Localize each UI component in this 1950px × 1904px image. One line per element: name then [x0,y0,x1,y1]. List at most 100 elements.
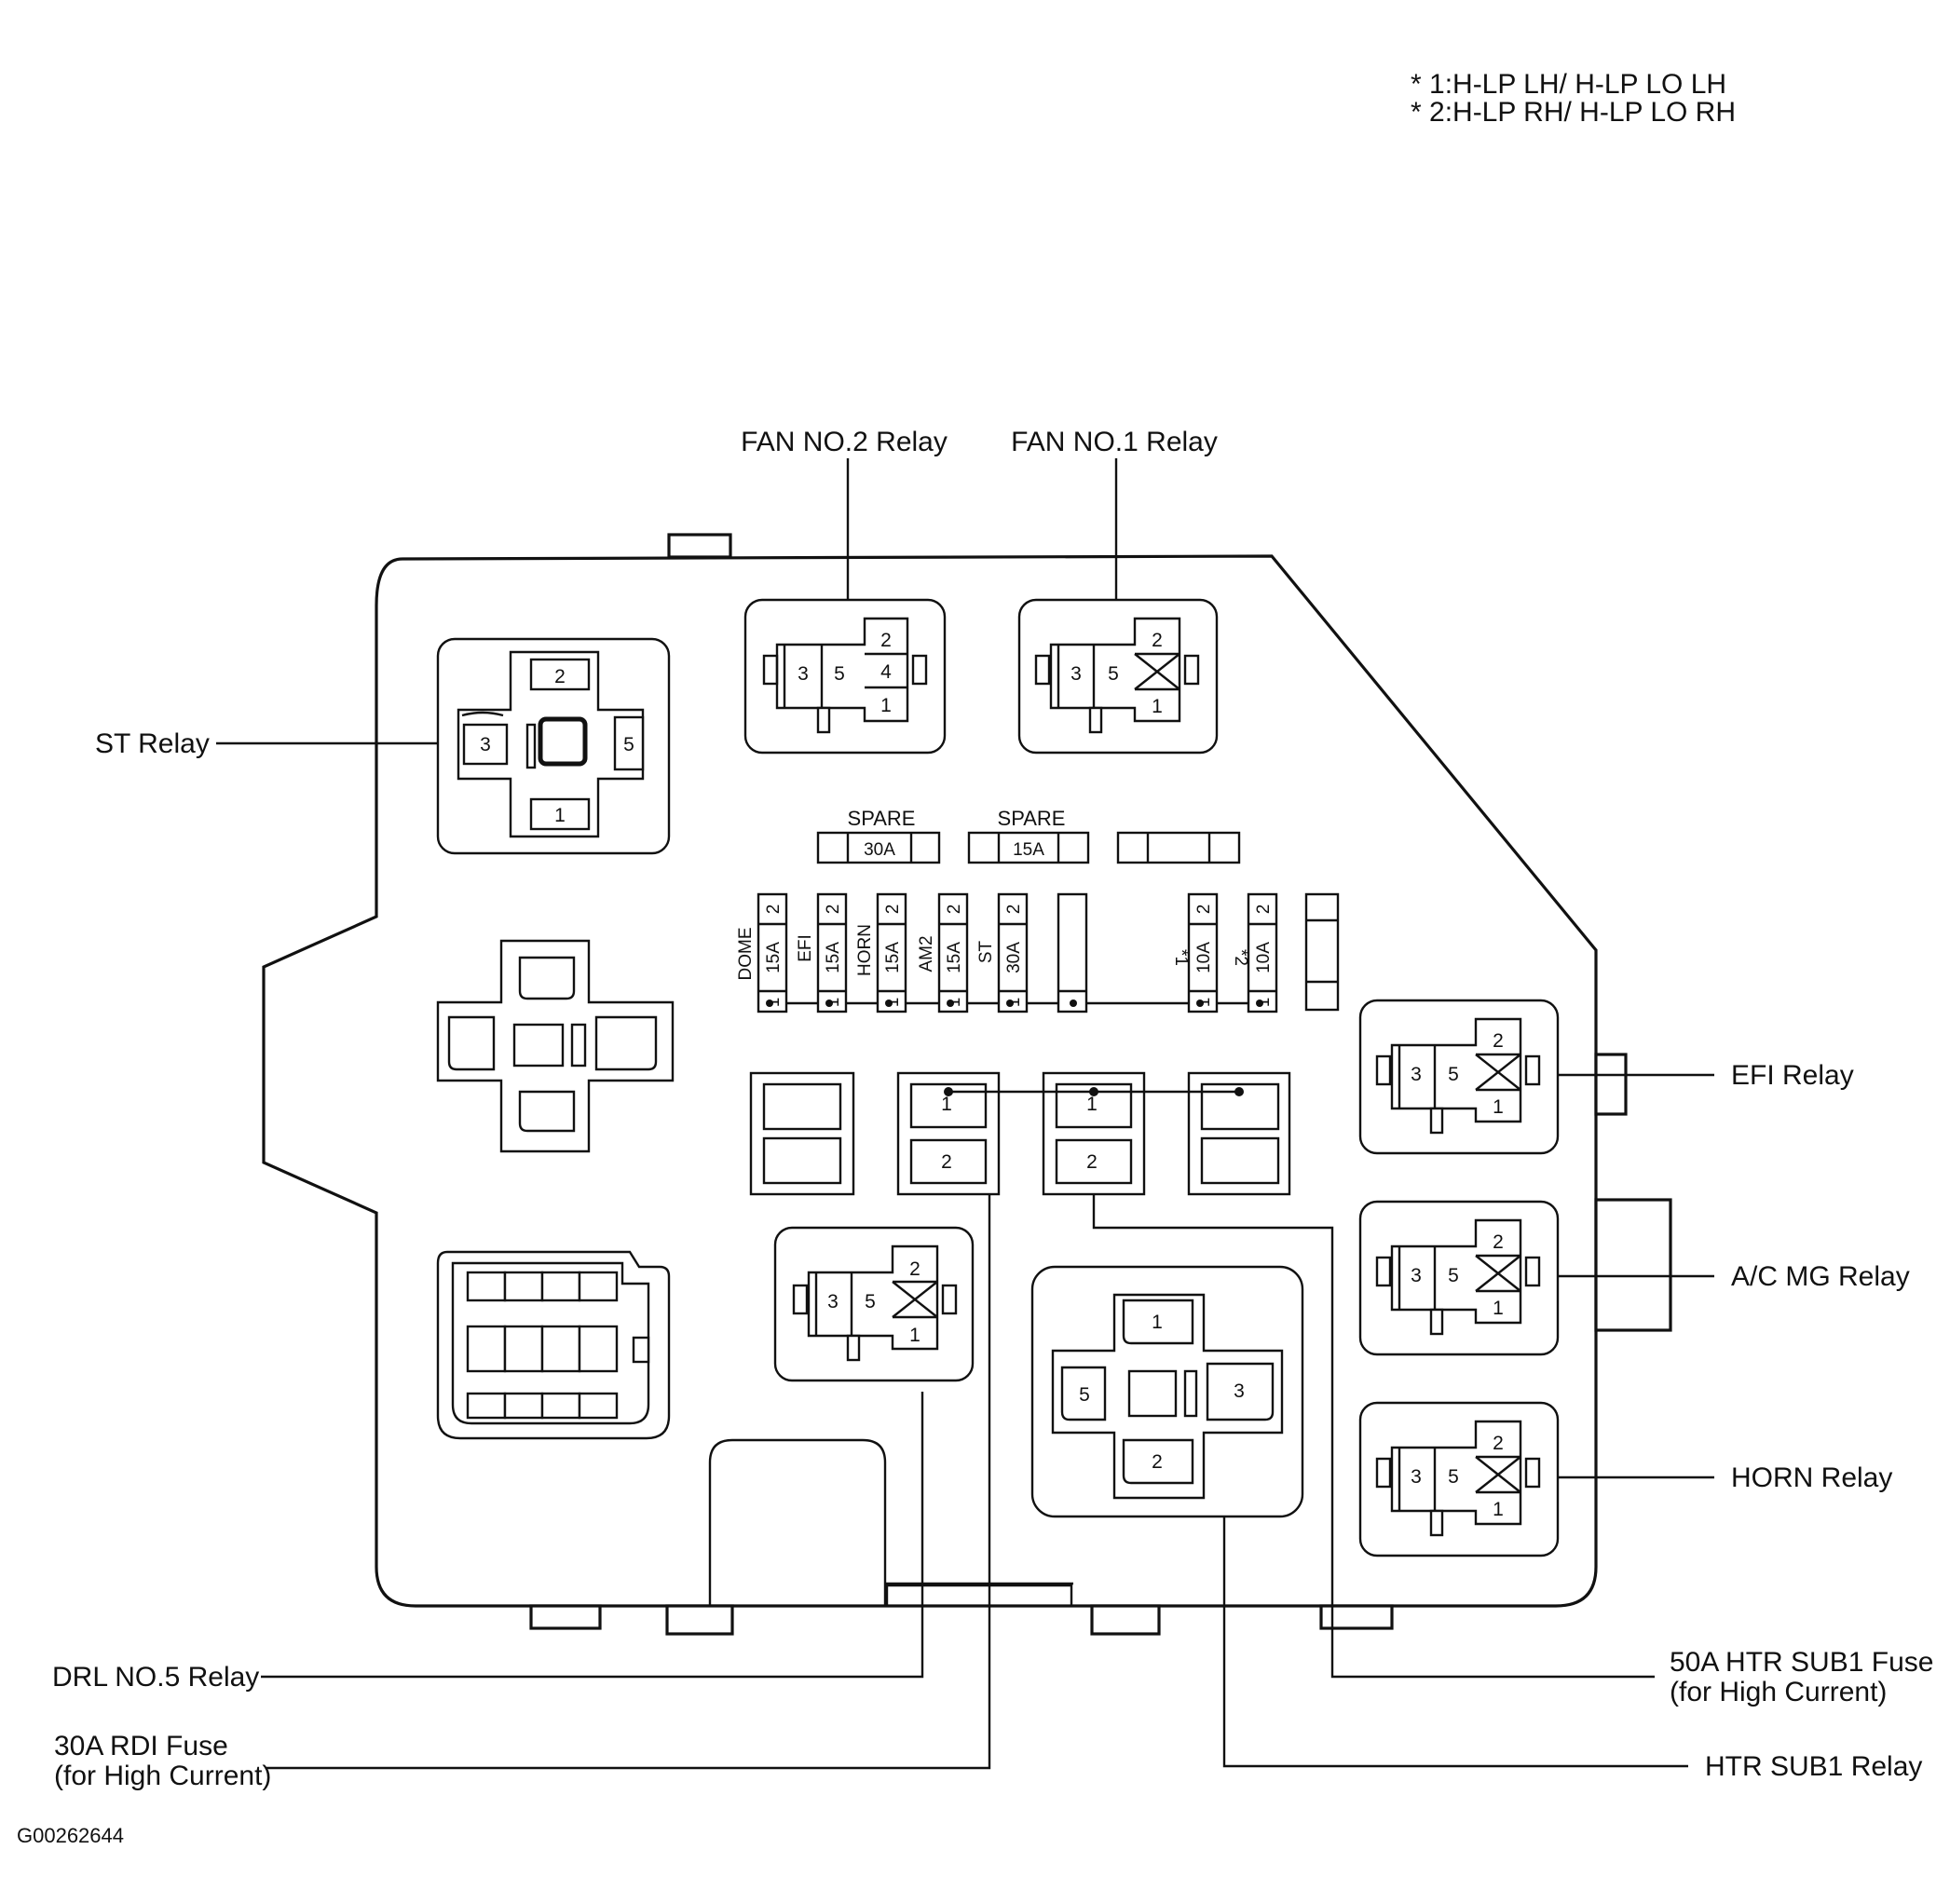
rdi-pin-2: 2 [941,1151,952,1173]
drl-pin-5: 5 [865,1291,876,1312]
drl-no5-relay-label: DRL NO.5 Relay [52,1662,259,1693]
st-relay-pin-5: 5 [623,734,634,755]
fan2-pin-2: 2 [880,630,892,651]
fan1-pin-1: 1 [1152,696,1163,717]
efi-pin-1: 1 [1493,1096,1504,1118]
htr-relay-pin-2: 2 [1152,1451,1163,1473]
drl-pin-2: 2 [909,1258,920,1280]
fan1-pin-2: 2 [1152,630,1163,651]
fuse-h1-name: *1 [1171,949,1191,966]
fan2-pin-3: 3 [798,663,809,685]
st-relay: 2 1 3 5 [436,637,671,855]
rdi-fuse-label-1: 30A RDI Fuse [54,1731,228,1761]
empty-fuse-slot-right [1304,892,1340,1012]
fuse-efi-rating: 15A [824,942,843,973]
fuse-am2-name: AM2 [917,935,936,972]
drl-no5-relay: 3 5 2 1 [773,1226,975,1382]
drl-pin-3: 3 [827,1291,839,1312]
efi-pin-3: 3 [1411,1064,1422,1085]
acmg-pin-2: 2 [1493,1231,1504,1253]
htr-fuse-pin-1: 1 [1086,1094,1098,1115]
fuse-am2-rating: 15A [945,942,964,973]
high-current-slots: 1 2 1 2 [749,1071,1291,1196]
horn-pin-1: 1 [1493,1499,1504,1520]
htr-sub1-relay: 1 2 5 3 [1030,1265,1304,1518]
fuse-horn-pin-1: 1 [883,998,903,1008]
st-relay-pin-3: 3 [480,734,491,755]
htr-sub1-fuse-label-2: (for High Current) [1670,1677,1887,1707]
fuse-st-rating: 30A [1004,942,1024,973]
fuse-dome-name: DOME [736,928,756,981]
fuse-efi-name: EFI [796,934,815,962]
fuse-st-name: ST [976,940,996,963]
st-relay-pin-2: 2 [554,666,566,687]
htr-sub1-fuse-label-1: 50A HTR SUB1 Fuse [1670,1647,1933,1678]
fuse-horn-rating: 15A [883,942,903,973]
spare-1-rating: 30A [864,840,895,860]
rdi-fuse-label-2: (for High Current) [54,1761,271,1791]
fan-no2-relay: 3 5 2 4 1 [743,598,947,755]
ac-mg-relay: 3 5 2 1 [1358,1200,1560,1356]
fuse-h2-rating: 10A [1254,942,1274,973]
note-1: * 1:H-LP LH/ H-LP LO LH [1411,69,1726,100]
fuse-dome-pin-1: 1 [764,998,784,1008]
efi-pin-2: 2 [1493,1030,1504,1052]
horn-pin-3: 3 [1411,1466,1422,1488]
spare-fuses: SPARE 30A SPARE 15A [816,807,1241,864]
fuse-dome-rating: 15A [764,942,784,973]
ac-mg-relay-label: A/C MG Relay [1731,1261,1910,1292]
htr-relay-pin-5: 5 [1079,1384,1090,1406]
fuse-efi-pin-2: 2 [824,904,843,915]
fuse-h1-pin-1: 1 [1194,998,1214,1008]
fan-no1-relay: 3 5 2 1 [1017,598,1219,755]
efi-pin-5: 5 [1448,1064,1459,1085]
multi-connector-left [436,1250,671,1440]
fuse-h2-pin-1: 1 [1254,998,1274,1008]
spare-2-label: SPARE [998,807,1066,830]
fan1-pin-5: 5 [1108,663,1119,685]
fan2-pin-5: 5 [834,663,845,685]
horn-relay: 3 5 2 1 [1358,1401,1560,1557]
efi-relay-label: EFI Relay [1731,1060,1854,1091]
fan-no2-relay-label: FAN NO.2 Relay [741,427,948,457]
drl-pin-1: 1 [909,1325,920,1346]
fuse-row: 2 15A 1 DOME 2 15A 1 EFI 2 15A 1 HORN 2 … [736,892,1340,1013]
fan-no1-relay-label: FAN NO.1 Relay [1011,427,1218,457]
fan1-pin-3: 3 [1070,663,1082,685]
htr-relay-pin-3: 3 [1234,1380,1245,1402]
fan2-pin-4: 4 [880,661,892,683]
fuse-am2-pin-1: 1 [945,998,964,1008]
horn-relay-label: HORN Relay [1731,1462,1892,1493]
acmg-pin-1: 1 [1493,1298,1504,1319]
fuse-horn-name: HORN [855,924,875,976]
figure-id: G00262644 [17,1824,124,1847]
acmg-pin-3: 3 [1411,1265,1422,1286]
acmg-pin-5: 5 [1448,1265,1459,1286]
horn-pin-2: 2 [1493,1433,1504,1454]
fuse-dome-pin-2: 2 [764,904,784,915]
htr-fuse-pin-2: 2 [1086,1151,1098,1173]
fan2-pin-1: 1 [880,695,892,716]
fuse-h1-pin-2: 2 [1194,904,1214,915]
fuse-h2-pin-2: 2 [1254,904,1274,915]
fuse-efi-pin-1: 1 [824,998,843,1008]
st-relay-pin-1: 1 [554,805,566,826]
fuse-st-pin-2: 2 [1004,904,1024,915]
efi-relay: 3 5 2 1 [1358,999,1560,1155]
empty-spare-slot [1116,831,1241,864]
st-relay-label: ST Relay [95,728,210,759]
empty-fuse-slot [1057,892,1088,1013]
note-2: * 2:H-LP RH/ H-LP LO RH [1411,97,1736,128]
empty-relay-socket-left [436,939,675,1153]
leader-lines [216,458,1714,1770]
fuse-h1-rating: 10A [1194,942,1214,973]
spare-1-label: SPARE [848,807,916,830]
spare-2-rating: 15A [1013,840,1044,860]
htr-sub1-relay-label: HTR SUB1 Relay [1705,1751,1922,1782]
horn-pin-5: 5 [1448,1466,1459,1488]
fuse-horn-pin-2: 2 [883,904,903,915]
rdi-pin-1: 1 [941,1094,952,1115]
fuse-h2-name: *2 [1231,949,1250,966]
htr-relay-pin-1: 1 [1152,1312,1163,1333]
